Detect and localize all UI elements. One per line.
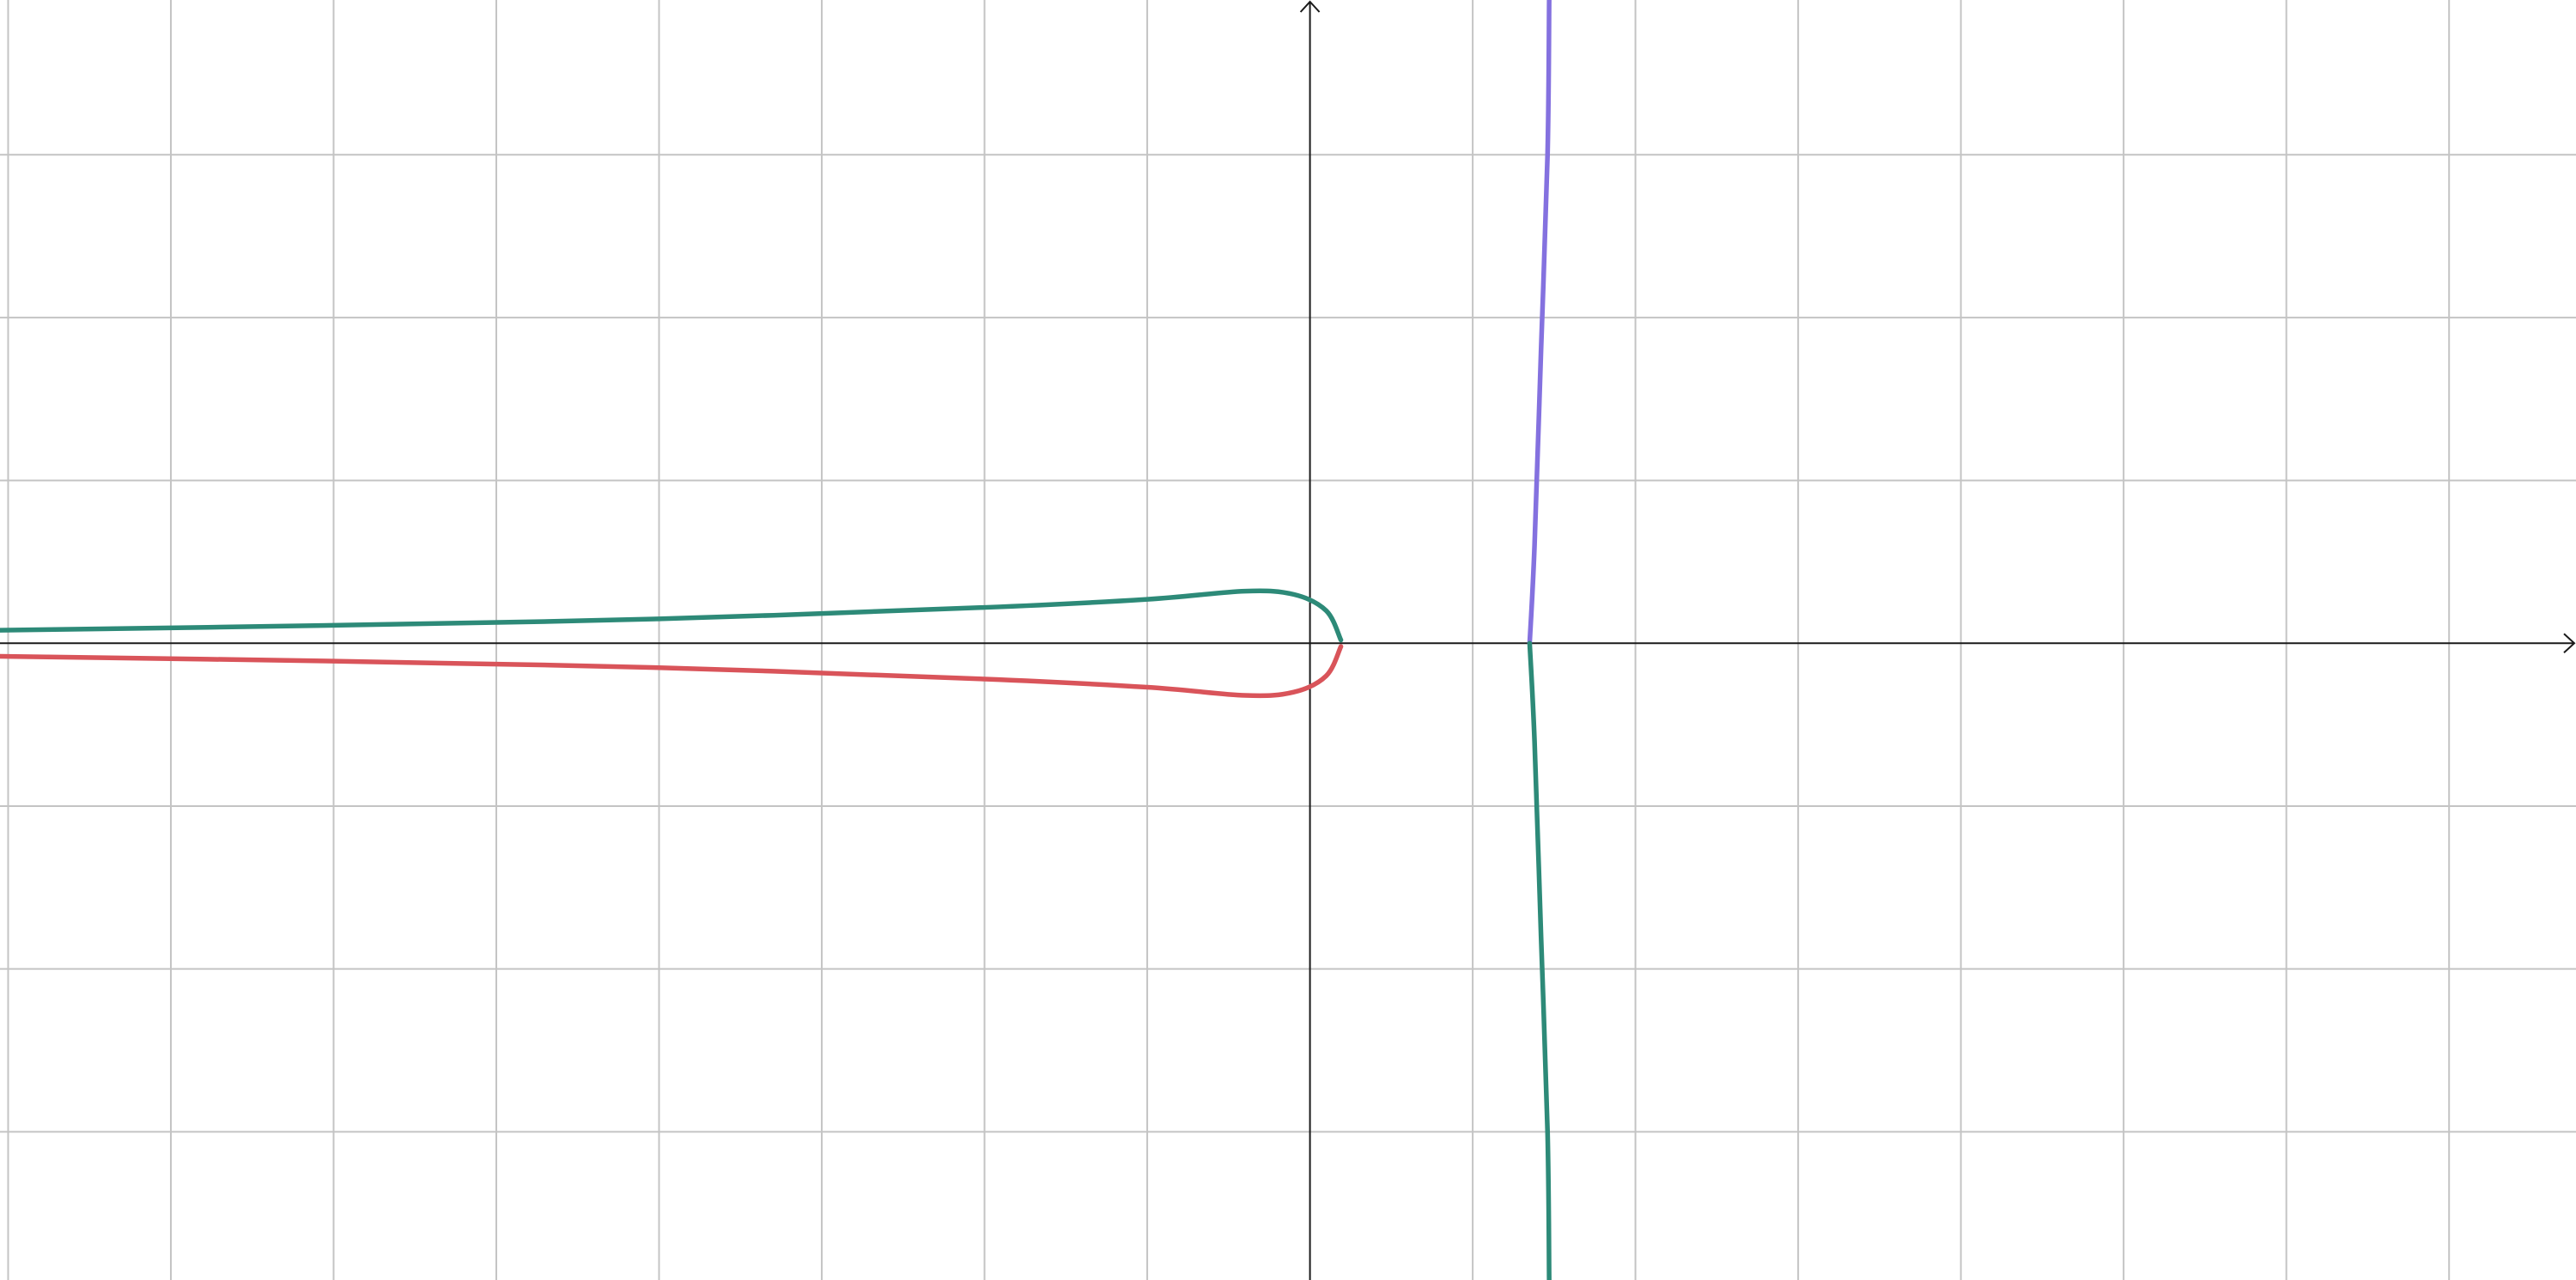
series-line-4: [1527, 640, 1552, 1280]
x-axis-arrow-icon: [2563, 633, 2576, 654]
series-line-2: [0, 644, 1344, 699]
series-line-3: [1527, 0, 1552, 646]
y-axis-arrow-icon: [1299, 0, 1321, 13]
series-layer: [0, 0, 1552, 1280]
series-line-1: [0, 588, 1344, 643]
